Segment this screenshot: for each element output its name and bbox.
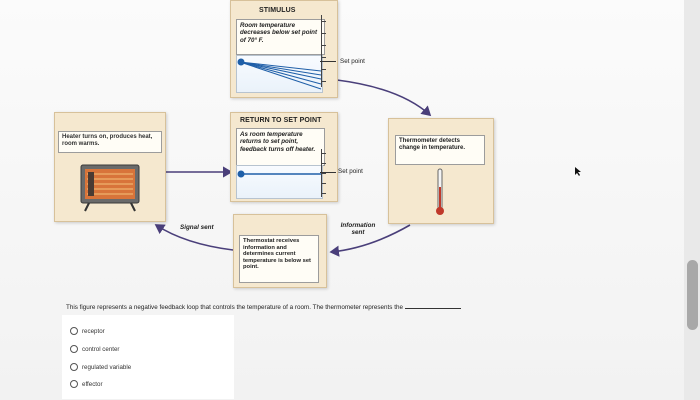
option-control-center[interactable]: control center xyxy=(70,345,120,353)
radio-button[interactable] xyxy=(70,327,78,335)
set-point-line-mid xyxy=(320,172,336,173)
scrollbar-thumb[interactable] xyxy=(687,260,698,330)
set-point-label-mid: Set point xyxy=(338,168,363,175)
heater-text: Heater turns on, produces heat, room war… xyxy=(62,134,153,147)
return-scale xyxy=(321,149,326,197)
question-text: This figure represents a negative feedba… xyxy=(66,302,461,311)
thermometer-icon xyxy=(436,168,444,215)
answer-blank xyxy=(404,302,461,309)
option-label: receptor xyxy=(82,328,105,335)
option-receptor[interactable]: receptor xyxy=(70,327,105,335)
mouse-cursor-icon xyxy=(575,167,581,176)
vertical-scrollbar[interactable] xyxy=(684,0,700,400)
arrow-stimulus-to-thermometer xyxy=(336,79,432,117)
option-regulated-variable[interactable]: regulated variable xyxy=(70,363,132,371)
stimulus-text: Room temperature decreases below set poi… xyxy=(240,22,318,44)
return-title: RETURN TO SET POINT xyxy=(240,117,322,124)
thermometer-note: Thermometer detects change in temperatur… xyxy=(395,135,485,165)
option-label: control center xyxy=(82,346,120,353)
heater-note: Heater turns on, produces heat, room war… xyxy=(58,131,162,153)
return-gauge xyxy=(236,165,323,199)
return-box: RETURN TO SET POINT As room temperature … xyxy=(230,112,338,202)
option-label: regulated variable xyxy=(82,364,132,371)
set-point-label-top: Set point xyxy=(340,58,365,65)
stimulus-scale xyxy=(321,15,326,87)
answer-area xyxy=(62,315,234,399)
signal-sent-label: Signal sent xyxy=(180,224,214,231)
return-text: As room temperature returns to set point… xyxy=(240,131,316,153)
radio-button[interactable] xyxy=(70,380,78,388)
option-label: effector xyxy=(82,381,103,388)
thermostat-text: Thermostat receives information and dete… xyxy=(243,238,311,271)
heater-box: Heater turns on, produces heat, room war… xyxy=(54,112,166,222)
stimulus-gauge xyxy=(236,55,323,93)
return-note: As room temperature returns to set point… xyxy=(236,128,325,166)
heater-icon xyxy=(80,164,140,212)
thermostat-note: Thermostat receives information and dete… xyxy=(239,235,319,283)
thermometer-text: Thermometer detects change in temperatur… xyxy=(399,138,466,151)
stimulus-gauge-fan xyxy=(237,58,322,90)
thermometer-box: Thermometer detects change in temperatur… xyxy=(388,118,494,224)
thermostat-box: Thermostat receives information and dete… xyxy=(233,214,327,288)
radio-button[interactable] xyxy=(70,363,78,371)
option-effector[interactable]: effector xyxy=(70,380,103,388)
arrow-thermostat-to-heater xyxy=(154,224,234,251)
stimulus-note: Room temperature decreases below set poi… xyxy=(236,19,325,55)
question-stem: This figure represents a negative feedba… xyxy=(66,304,403,311)
information-sent-label: Information sent xyxy=(340,222,376,236)
set-point-line-top xyxy=(320,61,336,62)
arrow-thermometer-to-thermostat xyxy=(329,224,411,257)
return-gauge-line xyxy=(237,170,321,178)
stimulus-box: STIMULUS Room temperature decreases belo… xyxy=(230,0,338,98)
radio-button[interactable] xyxy=(70,345,78,353)
stimulus-title: STIMULUS xyxy=(259,7,296,14)
